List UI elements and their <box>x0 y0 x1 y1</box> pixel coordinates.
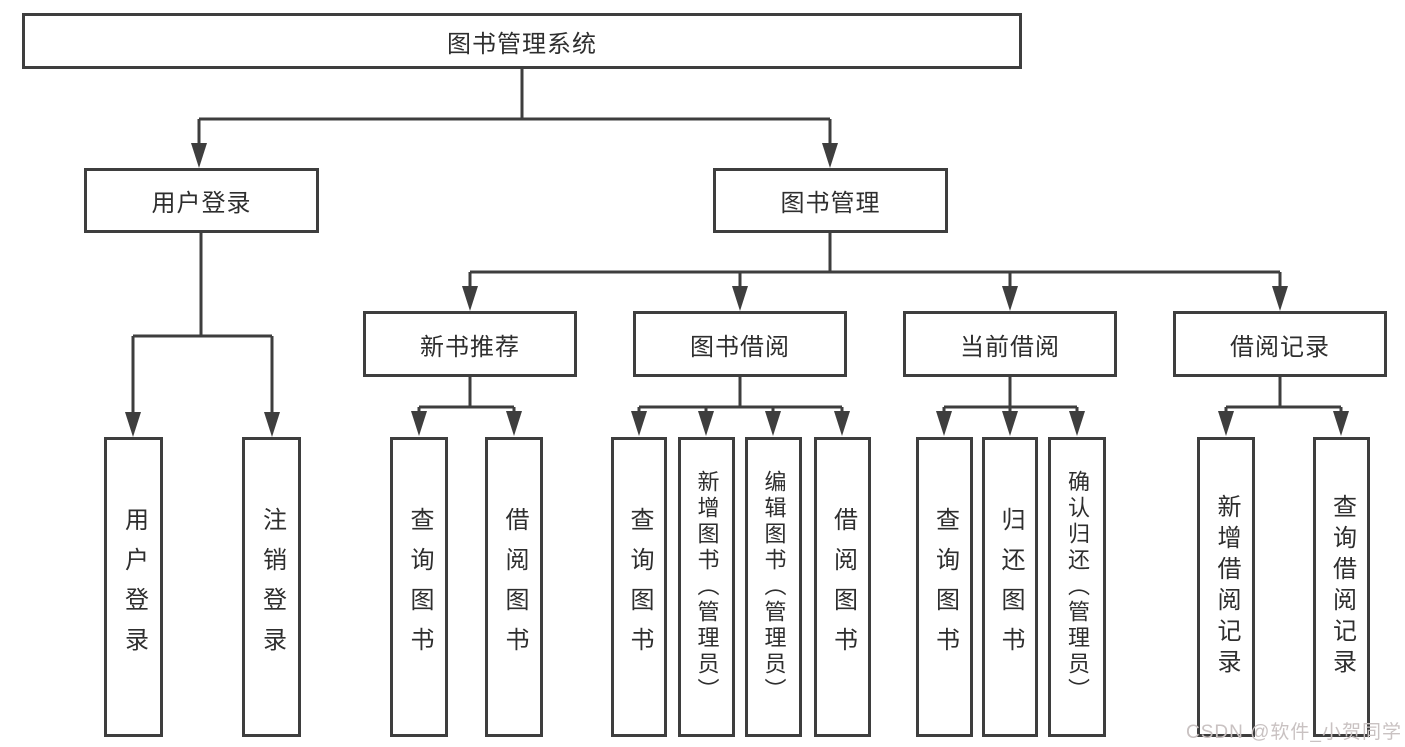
leaf-user-login: 用户登录 <box>104 437 163 737</box>
connector-book-mgmt-to-level3 <box>468 233 1282 290</box>
node-book-management: 图书管理 <box>713 168 948 233</box>
arrowhead <box>506 411 522 436</box>
leaf-bb-edit-books-admin-label: 编辑图书（管理员） <box>761 470 787 704</box>
arrowhead <box>822 143 838 168</box>
leaf-cb-confirm-return-admin-label: 确认归还（管理员） <box>1065 470 1090 704</box>
leaf-br-query-record: 查询借阅记录 <box>1313 437 1370 737</box>
leaf-cb-confirm-return-admin: 确认归还（管理员） <box>1048 437 1106 737</box>
leaf-bb-query-books: 查询图书 <box>611 437 667 737</box>
leaf-bb-edit-books-admin: 编辑图书（管理员） <box>745 437 802 737</box>
leaf-rec-query-books-label: 查询图书 <box>406 507 433 667</box>
connector-user-login-to-leaves <box>131 233 274 416</box>
leaf-bb-borrow-books-label: 借阅图书 <box>829 507 857 667</box>
leaf-logout-label: 注销登录 <box>258 507 286 667</box>
node-book-borrowing: 图书借阅 <box>633 311 847 377</box>
leaf-cb-return-books-label: 归还图书 <box>997 507 1024 667</box>
node-new-book-recommend: 新书推荐 <box>363 311 577 377</box>
arrowheads <box>125 143 1349 437</box>
leaf-br-query-record-label: 查询借阅记录 <box>1328 494 1356 680</box>
arrowhead <box>462 286 478 311</box>
arrowhead <box>411 411 427 436</box>
connector-new-book-rec-to-leaves <box>417 377 516 415</box>
arrowhead <box>1069 411 1085 436</box>
leaf-rec-borrow-books: 借阅图书 <box>485 437 543 737</box>
arrowhead <box>264 412 280 437</box>
arrowhead <box>765 411 781 436</box>
arrowhead <box>1218 411 1234 436</box>
connector-current-borrow-to-leaves <box>942 377 1079 415</box>
arrowhead <box>936 411 952 436</box>
leaf-br-add-record-label: 新增借阅记录 <box>1213 494 1240 680</box>
arrowhead <box>631 411 647 436</box>
connector-borrow-record-to-leaves <box>1224 377 1343 415</box>
arrowhead <box>1002 411 1018 436</box>
arrowhead <box>1333 411 1349 436</box>
leaf-br-add-record: 新增借阅记录 <box>1197 437 1255 737</box>
leaf-rec-borrow-books-label: 借阅图书 <box>501 507 528 667</box>
leaf-logout: 注销登录 <box>242 437 301 737</box>
node-borrowing-records: 借阅记录 <box>1173 311 1387 377</box>
leaf-bb-add-books-admin: 新增图书（管理员） <box>678 437 735 737</box>
arrowhead <box>1002 286 1018 311</box>
leaf-cb-query-books: 查询图书 <box>916 437 973 737</box>
leaf-rec-query-books: 查询图书 <box>390 437 448 737</box>
connector-root-to-level2 <box>197 69 832 147</box>
csdn-watermark: CSDN @软件_小贺同学 <box>1186 722 1402 743</box>
node-user-login: 用户登录 <box>84 168 319 233</box>
node-root-library-system: 图书管理系统 <box>22 13 1022 69</box>
arrowhead <box>1272 286 1288 311</box>
arrowhead <box>125 412 141 437</box>
leaf-bb-add-books-admin-label: 新增图书（管理员） <box>694 470 720 704</box>
node-current-borrowing: 当前借阅 <box>903 311 1117 377</box>
leaf-cb-query-books-label: 查询图书 <box>931 507 959 667</box>
arrowhead <box>191 143 207 168</box>
arrowhead <box>834 411 850 436</box>
leaf-bb-borrow-books: 借阅图书 <box>814 437 871 737</box>
leaf-user-login-label: 用户登录 <box>120 507 148 667</box>
leaf-bb-query-books-label: 查询图书 <box>626 507 653 667</box>
arrowhead <box>698 411 714 436</box>
leaf-cb-return-books: 归还图书 <box>982 437 1038 737</box>
arrowhead <box>732 286 748 311</box>
connector-book-borrow-to-leaves <box>637 377 844 415</box>
